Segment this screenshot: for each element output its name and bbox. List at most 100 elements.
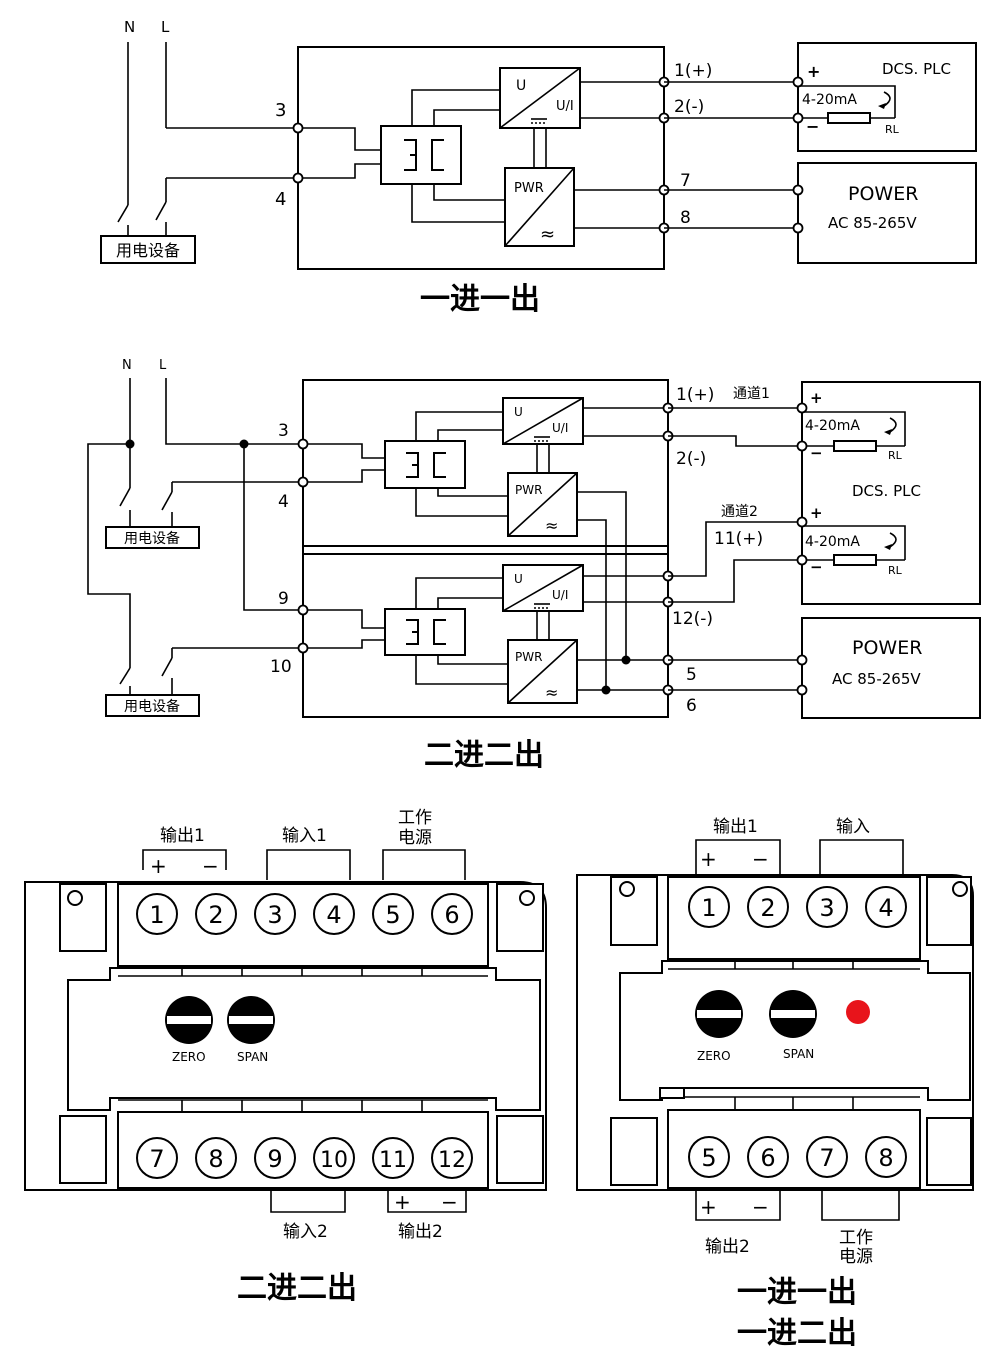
svg-text:7: 7 <box>819 1144 834 1172</box>
svg-text:5: 5 <box>701 1144 716 1172</box>
ui-label: U/I <box>556 99 574 114</box>
loop-arrow-icon <box>889 417 897 433</box>
terminal-12: 12 <box>431 1137 473 1179</box>
caption-one-in-one-out: 一进一出 <box>420 282 540 317</box>
isolation-transformer <box>380 125 462 185</box>
middle-body <box>619 960 971 1101</box>
minus-sign: − <box>806 117 819 136</box>
minus-sign: − <box>441 1190 458 1214</box>
terminal-4-label: 4 <box>278 492 289 512</box>
transformer-icon <box>406 619 446 645</box>
equipment-box <box>105 694 200 717</box>
pwr-label: PWR <box>514 181 544 196</box>
svg-text:12: 12 <box>438 1148 466 1173</box>
loop-arrow-icon <box>883 91 891 107</box>
mount-ear <box>926 1117 972 1186</box>
terminal-11-label: 11(+) <box>714 529 763 549</box>
power-label: POWER <box>852 637 922 659</box>
channel-2-label: 通道2 <box>721 504 758 520</box>
slot-marks <box>659 958 920 1111</box>
svg-text:10: 10 <box>320 1148 348 1173</box>
svg-text:2: 2 <box>208 901 223 929</box>
terminal-3: 3 <box>254 893 296 935</box>
equipment-label: 用电设备 <box>124 698 180 715</box>
terminal-1-label: 1(+) <box>674 61 712 81</box>
screw-hole <box>519 890 535 906</box>
output-2-label: 输出2 <box>705 1237 750 1257</box>
zero-knob[interactable] <box>695 990 743 1038</box>
output-1-label: 输出1 <box>713 817 758 837</box>
equipment-label: 用电设备 <box>116 241 180 260</box>
mount-ear <box>610 876 658 946</box>
terminal-4-label: 4 <box>275 189 286 210</box>
minus-sign: − <box>752 1195 769 1219</box>
svg-text:3: 3 <box>267 901 282 929</box>
zero-label: ZERO <box>697 1049 731 1063</box>
svg-text:9: 9 <box>267 1145 282 1173</box>
svg-text:7: 7 <box>149 1145 164 1173</box>
zero-knob[interactable] <box>165 996 213 1044</box>
l-label: L <box>159 358 167 373</box>
span-knob[interactable] <box>769 990 817 1038</box>
svg-text:11: 11 <box>379 1148 407 1173</box>
diagram-two-in-two-out: N L 用电设备 用电设备 3 4 9 10 <box>87 358 981 773</box>
equipment-label: 用电设备 <box>124 530 180 547</box>
bottom-terminal-block <box>117 1111 489 1189</box>
isolation-transformer <box>384 440 466 489</box>
mount-ear <box>59 1115 107 1184</box>
input-2-label: 输入2 <box>283 1222 328 1242</box>
plus-sign: + <box>394 1190 411 1214</box>
terminal-panel-left: 输出1 + − 输入1 工作 电源 <box>24 808 547 1306</box>
power-label-line1: 工作 <box>839 1228 873 1248</box>
span-label: SPAN <box>783 1047 814 1061</box>
switch-contact <box>117 204 129 223</box>
terminal-8: 8 <box>865 1136 907 1178</box>
terminal-1: 1 <box>688 886 730 928</box>
module-box <box>297 46 665 270</box>
input-label: 输入 <box>836 817 870 837</box>
diagram-one-in-one-out: N L 用电设备 3 4 <box>100 18 977 317</box>
ac-symbol: ≈ <box>545 683 558 702</box>
mount-ear <box>59 883 107 952</box>
u-label: U <box>516 78 526 94</box>
minus-sign: − <box>810 558 823 576</box>
pwr-label: PWR <box>515 650 542 664</box>
plus-sign: + <box>807 62 820 81</box>
terminal-8: 8 <box>195 1137 237 1179</box>
svg-text:3: 3 <box>819 894 834 922</box>
ac-range-label: AC 85-265V <box>832 670 921 688</box>
terminal-5: 5 <box>372 893 414 935</box>
ui-label: U/I <box>552 588 568 602</box>
dcs-plc-label: DCS. PLC <box>882 60 951 78</box>
load-resistor <box>827 112 871 124</box>
plus-sign: + <box>700 1195 717 1219</box>
plus-sign: + <box>150 854 167 878</box>
terminal-7: 7 <box>136 1137 178 1179</box>
rl-label: RL <box>885 123 900 136</box>
terminal-9-label: 9 <box>278 589 289 609</box>
mount-ear <box>496 1115 544 1184</box>
terminal-10: 10 <box>313 1137 355 1179</box>
power-label-line2: 电源 <box>398 828 432 848</box>
l-label: L <box>161 18 170 36</box>
span-knob[interactable] <box>227 996 275 1044</box>
transformer-icon <box>406 452 446 478</box>
terminal-8-label: 8 <box>680 208 691 228</box>
terminal-node <box>292 172 304 184</box>
svg-text:1: 1 <box>149 901 164 929</box>
svg-text:8: 8 <box>878 1144 893 1172</box>
load-resistor <box>833 554 877 566</box>
equipment-box <box>105 526 200 549</box>
terminal-2: 2 <box>747 886 789 928</box>
terminal-12-label: 12(-) <box>672 609 713 629</box>
terminal-6: 6 <box>747 1136 789 1178</box>
terminal-3-label: 3 <box>278 421 289 441</box>
transformer-icon <box>404 139 444 171</box>
plus-sign: + <box>700 847 717 871</box>
screw-hole <box>619 881 635 897</box>
output-2-label: 输出2 <box>398 1222 443 1242</box>
top-slot-marks <box>118 965 488 1113</box>
terminal-3-label: 3 <box>275 100 286 121</box>
mount-ear <box>496 883 544 952</box>
